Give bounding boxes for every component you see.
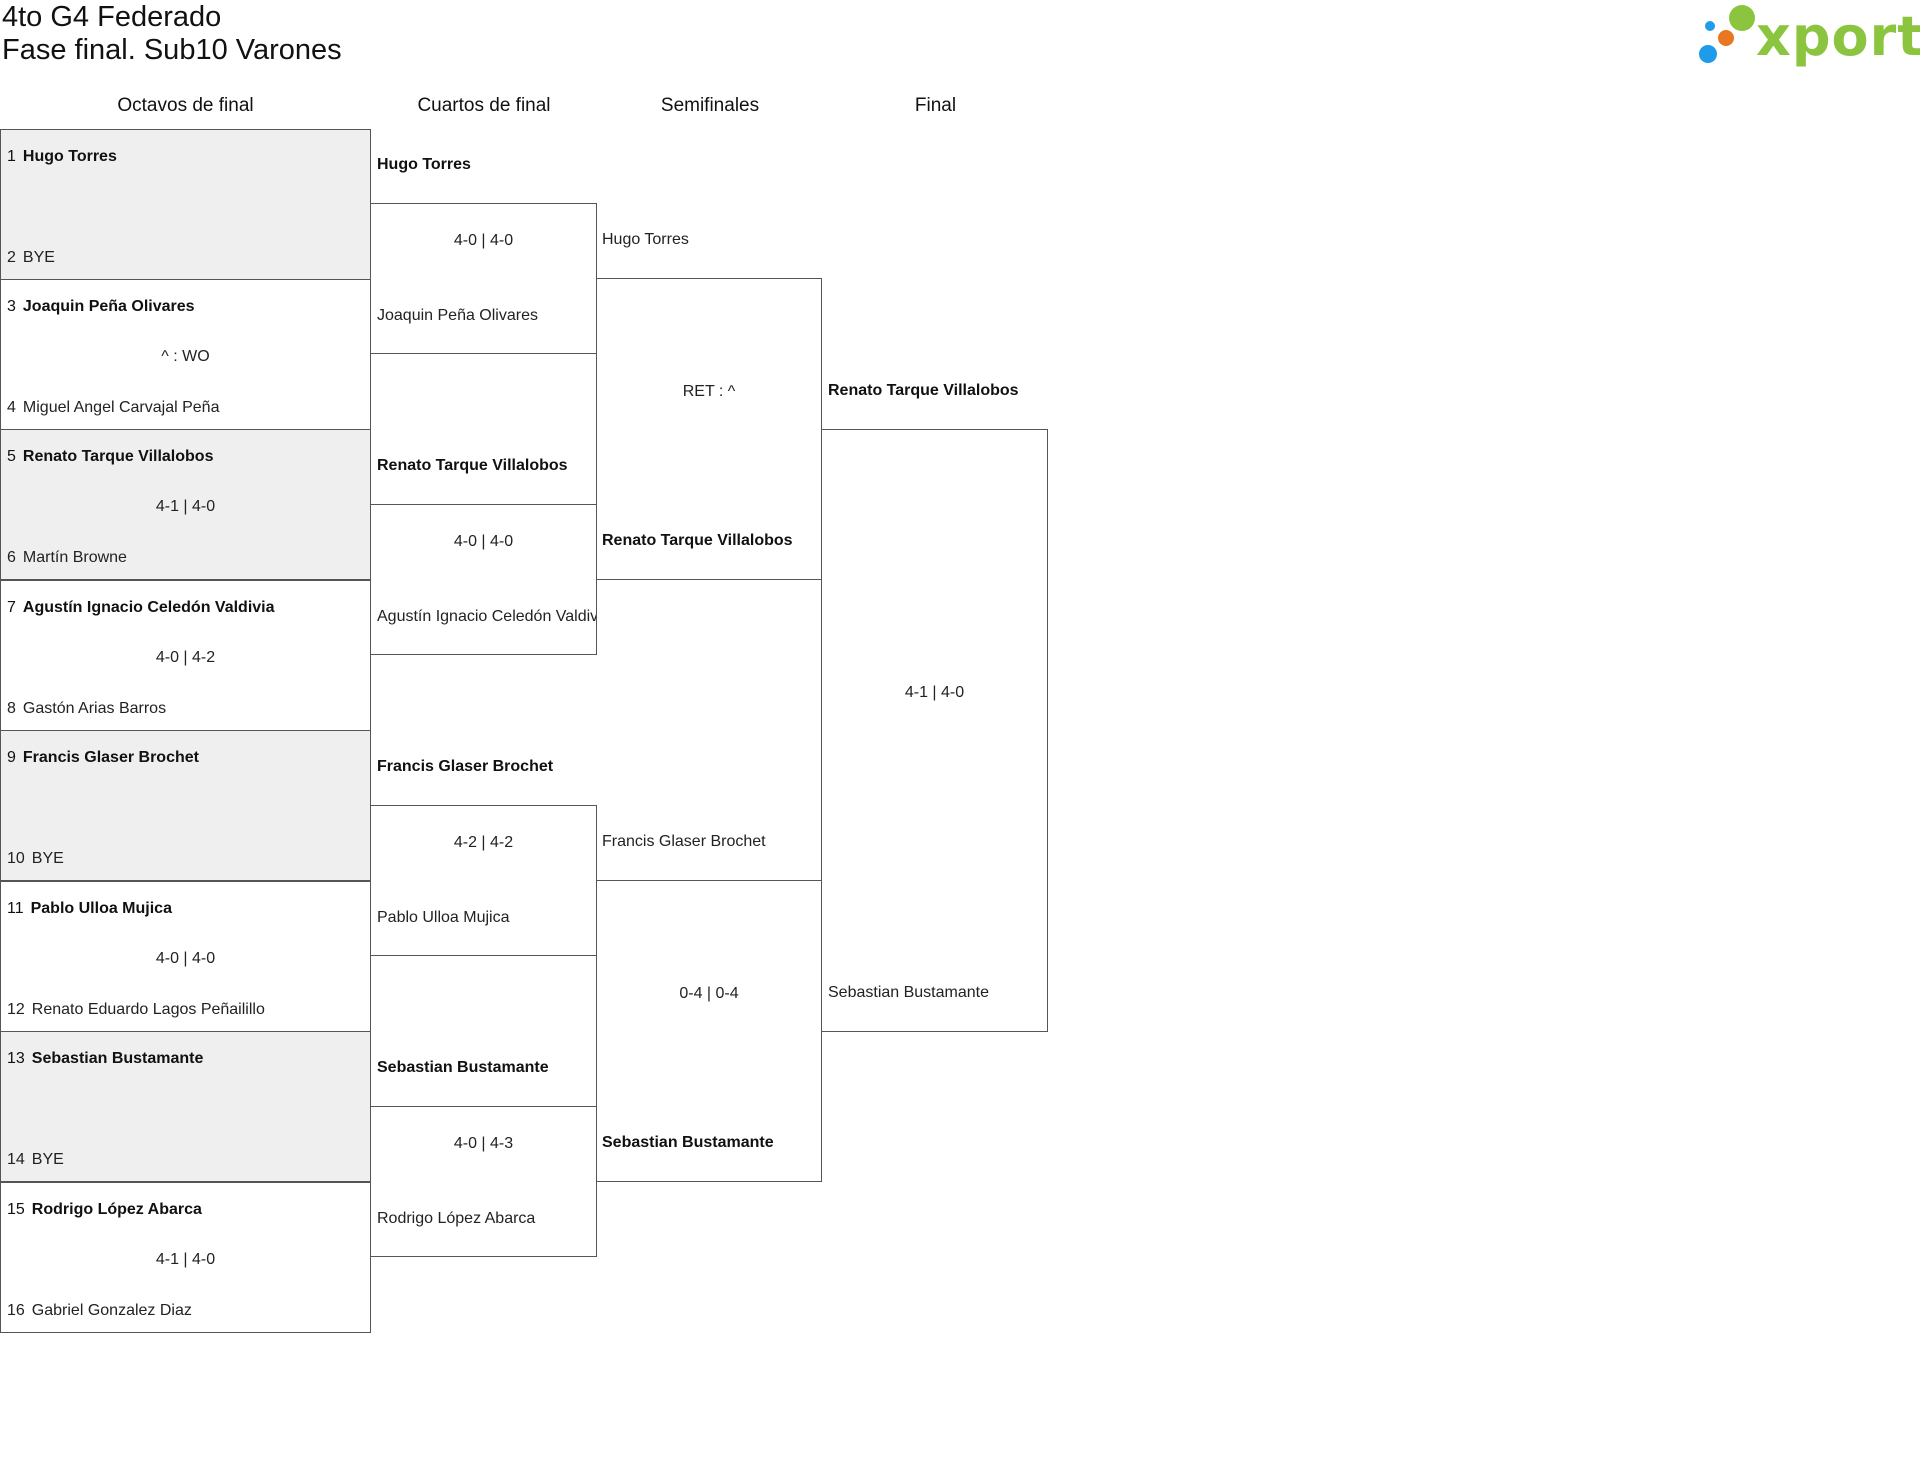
qf-player-top: Renato Tarque Villalobos [377, 457, 568, 474]
qf-player-bottom: Joaquin Peña Olivares [377, 307, 538, 324]
qf-score: 4-0 | 4-0 [453, 232, 514, 249]
final-score: 4-1 | 4-0 [904, 684, 965, 701]
qf-player-top: Hugo Torres [377, 156, 471, 173]
qf-player-bottom: Pablo Ulloa Mujica [377, 909, 510, 926]
sf-player-bottom: Sebastian Bustamante [602, 1134, 774, 1151]
final-player-top: Renato Tarque Villalobos [828, 382, 1019, 399]
r16-score: 4-1 | 4-0 [155, 498, 216, 515]
sf-player-bottom: Renato Tarque Villalobos [602, 532, 793, 549]
qf-player-top: Francis Glaser Brochet [377, 758, 554, 775]
logo-wordmark: xporty [1756, 5, 1920, 68]
qf-score: 4-2 | 4-2 [453, 834, 514, 851]
logo-dot-blue-large [1699, 45, 1717, 63]
sf-score: RET : ^ [682, 383, 736, 400]
r16-score: ^ : WO [161, 348, 210, 365]
qf-bracket-2 [370, 504, 597, 655]
final-bracket [821, 429, 1048, 1032]
qf-player-bottom: Rodrigo López Abarca [377, 1210, 536, 1227]
qf-score: 4-0 | 4-0 [453, 533, 514, 550]
logo-dot-blue-small [1705, 21, 1715, 31]
xporty-logo: xporty [1690, 2, 1920, 68]
round-header-final: Final [914, 95, 957, 116]
r16-score: 4-1 | 4-0 [155, 1251, 216, 1268]
qf-score: 4-0 | 4-3 [453, 1135, 514, 1152]
logo-dot-green [1729, 5, 1755, 31]
sf-score: 0-4 | 0-4 [679, 985, 739, 1002]
qf-player-bottom: Agustín Ignacio Celedón Valdivia [377, 608, 596, 625]
final-player-bottom: Sebastian Bustamante [828, 984, 989, 1001]
r16-score: 4-0 | 4-2 [155, 649, 216, 666]
qf-bracket-1 [370, 203, 597, 354]
qf-bracket-4 [370, 1106, 597, 1257]
logo-dot-orange [1718, 30, 1734, 46]
sf-player-top: Hugo Torres [602, 231, 689, 248]
round-header-semifinales: Semifinales [660, 95, 760, 116]
tournament-subtitle: Fase final. Sub10 Varones [2, 34, 342, 66]
qf-bracket-3 [370, 805, 597, 956]
sf-player-top: Francis Glaser Brochet [602, 833, 766, 850]
round-header-cuartos: Cuartos de final [417, 95, 551, 116]
qf-player-top: Sebastian Bustamante [377, 1059, 549, 1076]
tournament-title: 4to G4 Federado [2, 1, 222, 33]
dots-logo-icon [1699, 5, 1755, 63]
r16-score: 4-0 | 4-0 [155, 950, 216, 967]
round-header-octavos: Octavos de final [117, 95, 254, 116]
